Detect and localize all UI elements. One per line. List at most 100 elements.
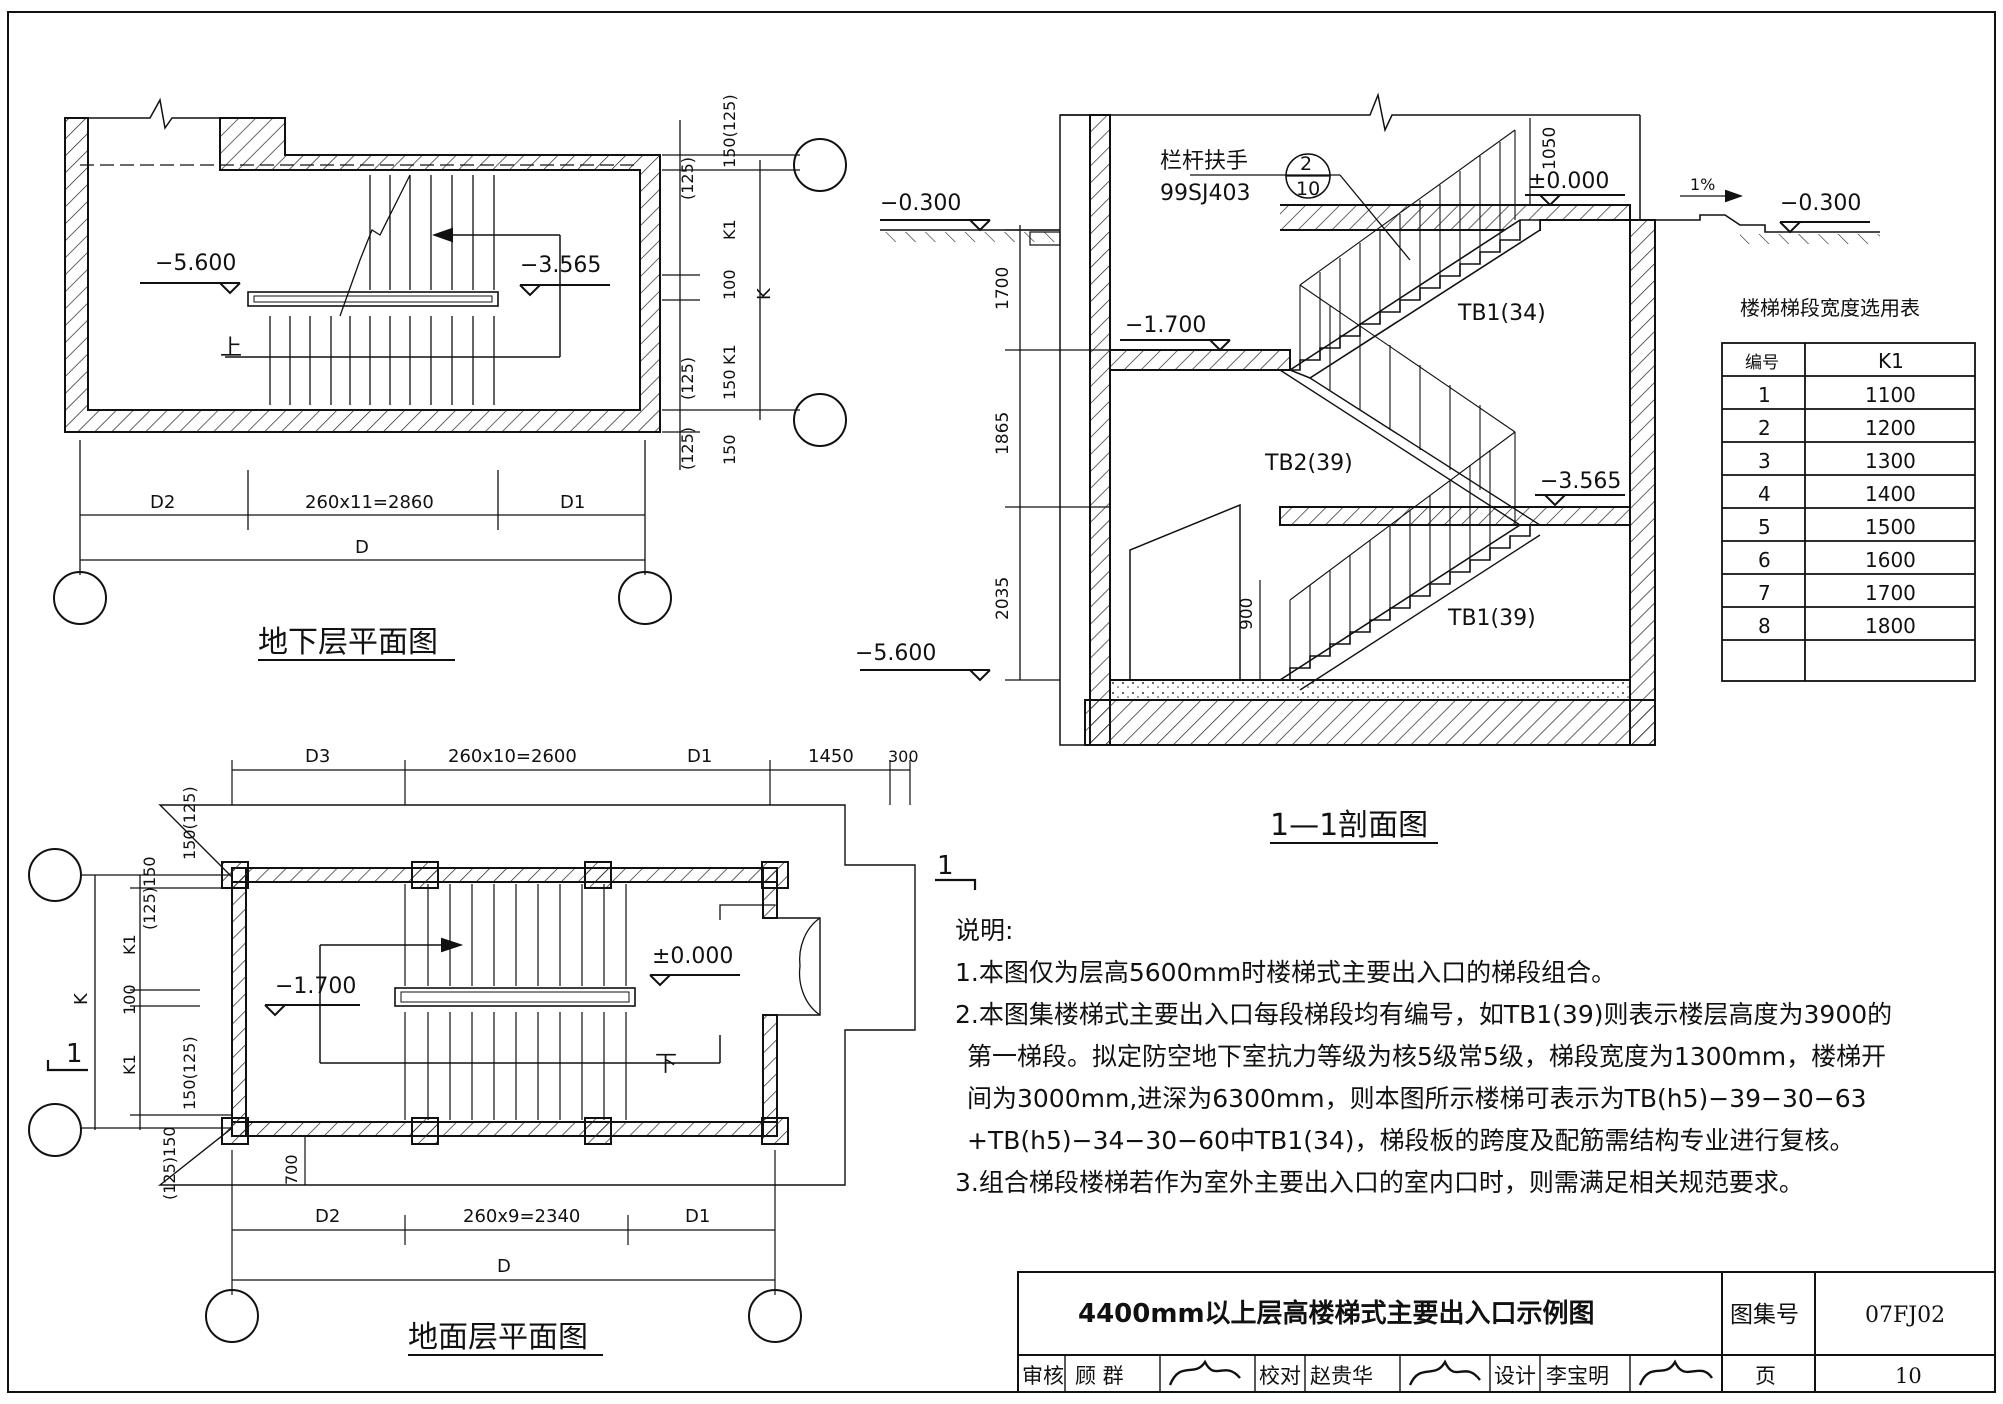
ground-dim-d: D	[497, 1256, 511, 1277]
rail-detail-bottom: 10	[1296, 178, 1320, 200]
atlas-no: 07FJ02	[1865, 1303, 1945, 1328]
ground-level-main: ±0.000	[652, 944, 733, 969]
page-no: 10	[1895, 1364, 1922, 1388]
table-row-3-k1: 1300	[1865, 449, 1916, 473]
basement-dim-d2: D2	[150, 492, 175, 513]
basement-dim-k: K	[754, 287, 775, 300]
ground-plan-title: 地面层平面图	[408, 1320, 588, 1355]
ground-dim-top-steps: 260x10=2600	[448, 746, 577, 767]
note-2-line-4: +TB(h5)−34−30−60中TB1(34)，梯段板的跨度及配筋需结构专业进…	[967, 1126, 1855, 1155]
table-row-4-no: 4	[1758, 482, 1771, 506]
review-label: 审核	[1022, 1364, 1064, 1388]
width-table	[1721, 342, 1976, 682]
section-level-top: ±0.000	[1528, 169, 1609, 194]
ground-down-label: 下	[655, 1052, 677, 1077]
basement-dim-d: D	[355, 537, 369, 558]
design-name: 李宝明	[1546, 1364, 1609, 1388]
note-2-line-2: 第一梯段。拟定防空地下室抗力等级为核5级常5级，梯段宽度为1300mm，楼梯开	[967, 1042, 1887, 1071]
section-dim-2035: 2035	[993, 577, 1013, 620]
table-row-7-k1: 1700	[1865, 581, 1916, 605]
drawing-title: 4400mm以上层高楼梯式主要出入口示例图	[1078, 1298, 1595, 1329]
note-3: 3.组合梯段楼梯若作为室外主要出入口的室内口时，则需满足相关规范要求。	[955, 1168, 1804, 1197]
section-dim-1700: 1700	[993, 267, 1013, 310]
table-row-2-no: 2	[1758, 416, 1771, 440]
table-row-4-k1: 1400	[1865, 482, 1916, 506]
section-dim-1865: 1865	[993, 412, 1013, 455]
rail-ref: 99SJ403	[1160, 181, 1250, 206]
ground-plan	[28, 760, 977, 1356]
width-table-title: 楼梯梯段宽度选用表	[1740, 296, 1920, 320]
ground-section-mark-right: 1	[937, 851, 954, 881]
basement-dim-d1: D1	[560, 492, 585, 513]
section-level-left-ground: −0.300	[880, 191, 961, 216]
ground-dim-left-6: (125)150	[160, 1126, 179, 1200]
table-row-8-k1: 1800	[1865, 614, 1916, 638]
note-2-line-1: 2.本图集楼梯式主要出入口每段梯段均有编号，如TB1(39)则表示楼层高度为39…	[955, 1000, 1893, 1029]
check-name: 赵贵华	[1310, 1364, 1373, 1388]
basement-plan-title: 地下层平面图	[258, 625, 438, 660]
note-2-line-3: 间为3000mm,进深为6300mm，则本图所示楼梯可表示为TB(h5)−39−…	[967, 1084, 1867, 1113]
check-label: 校对	[1259, 1364, 1301, 1388]
basement-dim-right-1: (125)	[678, 157, 697, 200]
basement-dim-steps: 260x11=2860	[305, 492, 434, 513]
section-title: 1—1剖面图	[1270, 808, 1428, 843]
table-row-7-no: 7	[1758, 581, 1771, 605]
design-label: 设计	[1494, 1364, 1536, 1388]
ground-dim-top-d3: D3	[305, 746, 330, 767]
ground-dim-bottom-steps: 260x9=2340	[463, 1206, 580, 1227]
table-row-3-no: 3	[1758, 449, 1771, 473]
review-name: 顾 群	[1075, 1364, 1124, 1388]
ground-dim-left-0: 150(125)	[180, 786, 199, 860]
ground-section-mark-left: 1	[66, 1039, 83, 1069]
notes-block: 说明: 1.本图仅为层高5600mm时楼梯式主要出入口的梯段组合。 2.本图集楼…	[955, 910, 1955, 1204]
ground-dim-top-300: 300	[888, 747, 919, 766]
page-label: 页	[1755, 1364, 1776, 1388]
section-1-1	[860, 92, 1880, 844]
basement-dim-right-5: (125)	[678, 357, 697, 400]
basement-up-label: 上	[220, 336, 242, 361]
ground-dim-left-5: 150(125)	[180, 1036, 199, 1110]
ground-dim-top-d1: D1	[687, 746, 712, 767]
sheet-frame	[7, 11, 1996, 1393]
basement-dim-right-2: K1	[720, 219, 739, 240]
ground-dim-left-3: 100	[120, 984, 139, 1015]
section-slope: 1%	[1690, 175, 1715, 194]
rail-detail-top: 2	[1300, 153, 1312, 175]
ground-dim-bottom-d2: D2	[315, 1206, 340, 1227]
table-row-5-no: 5	[1758, 515, 1771, 539]
section-level-landing1: −1.700	[1125, 313, 1206, 338]
ground-dim-left-2: K1	[120, 934, 139, 955]
basement-dim-right-8: 150	[720, 434, 739, 465]
basement-dim-right-6: 150	[720, 369, 739, 400]
table-row-6-no: 6	[1758, 548, 1771, 572]
ground-dim-top-1450: 1450	[808, 746, 854, 767]
table-row-2-k1: 1200	[1865, 416, 1916, 440]
table-row-8-no: 8	[1758, 614, 1771, 638]
flight-tb1-34: TB1(34)	[1457, 301, 1546, 326]
note-1: 1.本图仅为层高5600mm时楼梯式主要出入口的梯段组合。	[955, 958, 1617, 987]
basement-dim-right-0: 150(125)	[720, 94, 739, 168]
ground-dim-left-1: (125)150	[140, 856, 159, 930]
atlas-label: 图集号	[1730, 1302, 1799, 1328]
notes-heading: 说明:	[955, 916, 1014, 945]
ground-dim-700: 700	[282, 1154, 301, 1185]
ground-dim-bottom-d1: D1	[685, 1206, 710, 1227]
basement-level-main: −5.600	[155, 251, 236, 276]
basement-dim-right-3: 100	[720, 269, 739, 300]
basement-dim-right-4: K1	[720, 344, 739, 365]
table-row-1-no: 1	[1758, 383, 1771, 407]
flight-tb1-39: TB1(39)	[1447, 606, 1536, 631]
section-dim-900: 900	[1237, 598, 1257, 630]
table-row-1-k1: 1100	[1865, 383, 1916, 407]
ground-dim-k: K	[71, 992, 92, 1005]
rail-label: 栏杆扶手	[1160, 149, 1248, 174]
section-level-bottom: −5.600	[855, 641, 936, 666]
section-level-landing2: −3.565	[1540, 469, 1621, 494]
width-table-header-no: 编号	[1745, 353, 1779, 373]
ground-dim-left-4: K1	[120, 1054, 139, 1075]
width-table-header-k1: K1	[1878, 349, 1904, 373]
section-level-right-ground: −0.300	[1780, 191, 1861, 216]
basement-plan	[53, 97, 847, 661]
section-dim-1050: 1050	[1540, 127, 1560, 170]
